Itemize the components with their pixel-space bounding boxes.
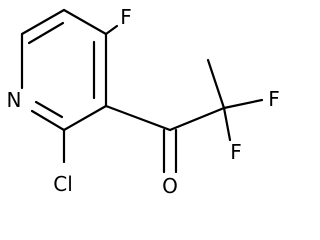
- bond-c6-f: [104, 24, 119, 36]
- bond-c2-n-inner: [34, 100, 64, 119]
- bond-carbonyl-cf2: [168, 106, 226, 132]
- ring-fluorine-label: F: [120, 5, 132, 29]
- chlorine-label: Cl: [53, 172, 73, 196]
- bond-c4-c5: [20, 8, 66, 36]
- carbonyl-oxygen-label: O: [162, 174, 178, 198]
- pyridine-ring: [20, 8, 108, 132]
- chemical-structure: N F Cl O F F: [7, 5, 280, 198]
- bond-c4-c5-inner: [27, 21, 65, 45]
- bond-c5-c6: [62, 8, 108, 36]
- difluoro-bottom-label: F: [230, 140, 242, 164]
- bond-c3-c2: [62, 104, 108, 132]
- bond-cf2-methyl: [206, 58, 226, 110]
- difluoro-top-label: F: [268, 87, 280, 111]
- bond-c2-n: [30, 109, 66, 132]
- bond-cf2-f-bottom: [222, 106, 232, 142]
- bond-cf2-f-right: [222, 98, 264, 110]
- ring-nitrogen-label: N: [7, 88, 22, 112]
- bond-c3-carbonyl: [104, 104, 172, 132]
